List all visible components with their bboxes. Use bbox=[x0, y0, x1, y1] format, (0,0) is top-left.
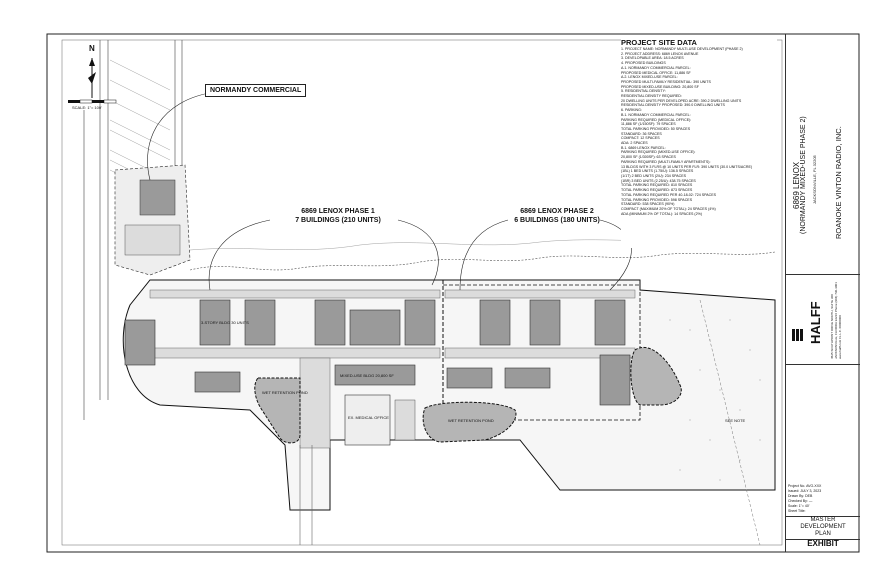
normandy-commercial-callout: NORMANDY COMMERCIAL bbox=[205, 84, 307, 97]
site-data-row: 11,886 SF (1/150SF): 79 SPACES bbox=[621, 122, 676, 127]
site-data-row: PARKING REQUIRED (MULTI-FAMILY APARTMENT… bbox=[621, 159, 711, 164]
east-road bbox=[699, 299, 761, 546]
firm-name: HALFF bbox=[808, 301, 823, 344]
site-data-row: 1. PROJECT NAME: NORMANDY MULTI-USE DEVE… bbox=[621, 47, 743, 51]
site-data-row: STANDARD: 538 SPACES (90%) bbox=[621, 202, 675, 207]
phase2-subtitle: 6 BUILDINGS (180 UNITS) bbox=[514, 217, 600, 224]
project-location: JACKSONVILLE, FL 32205 bbox=[812, 155, 817, 204]
site-data-row: A.2. LENOX MIXED-USE PARCEL: bbox=[621, 75, 678, 80]
north-arrow-icon bbox=[88, 58, 96, 98]
info-row: Issued: JULY 3, 2023 bbox=[788, 489, 822, 493]
retention-pond-west bbox=[254, 377, 301, 444]
sheet-border bbox=[46, 33, 860, 553]
retention-pond-south bbox=[422, 401, 517, 443]
site-data-row: PROPOSED MIXED-USE BUILDING: 20,800 SF bbox=[621, 84, 699, 89]
mixed-use-building bbox=[334, 364, 416, 386]
pond-west-label: WET RETENTION POND bbox=[262, 390, 308, 395]
info-rows: Project No. AVO-XXX Issued: JULY 3, 2023… bbox=[786, 484, 860, 530]
project-site-data-table: PROJECT SITE DATA 1. PROJECT NAME: NORMA… bbox=[621, 38, 777, 248]
normandy-leader bbox=[147, 91, 216, 181]
site-data-row: 20,800 SF (1/300SF): 63 SPACES bbox=[621, 155, 676, 160]
site-data-row: TOTAL PARKING REQUIRED: 810 SPACES bbox=[621, 183, 693, 188]
halff-logo-icon bbox=[792, 329, 804, 341]
firm-block: HALFF 4525 SOUTHPOINT DRIVE NORTH, SUITE… bbox=[786, 274, 860, 365]
site-data-row: RESIDENTIAL DENSITY PROPOSED: 390.0 DWEL… bbox=[621, 103, 725, 108]
title-block: 6869 LENOX (NORMANDY MIXED-USE PHASE 2) … bbox=[785, 34, 860, 552]
site-data-row: COMPACT: 12 SPACES bbox=[621, 136, 660, 141]
info-row: Project No. AVO-XXX bbox=[788, 484, 822, 488]
commercial-building bbox=[139, 179, 176, 216]
site-data-row: 13 BLDGS WITH 3 FLRS @ 10 UNITS PER FLR:… bbox=[621, 164, 753, 169]
info-row: Drawn By: DEB bbox=[788, 494, 813, 498]
sheet-title-line3: PLAN bbox=[815, 531, 831, 537]
phase2-callout: 6869 LENOX PHASE 2 6 BUILDINGS (180 UNIT… bbox=[503, 205, 611, 227]
site-data-row: 6. PARKING: bbox=[621, 108, 642, 113]
drive-aisles bbox=[149, 289, 636, 449]
north-label: N bbox=[89, 44, 95, 53]
building-label: 3-STORY BLDG 30 UNITS bbox=[201, 320, 249, 325]
site-data-row: B.1. 6869 LENOX PARCEL: bbox=[621, 145, 666, 150]
normandy-commercial-text: NORMANDY COMMERCIAL bbox=[210, 87, 302, 94]
sheet-title-line1: MASTER bbox=[810, 517, 836, 523]
client-name: ROANOKE VINTON RADIO, INC. bbox=[834, 126, 843, 239]
scale-label: SCALE: 1"= 100' bbox=[72, 105, 102, 110]
site-data-row: ADA: 2 SPACES bbox=[621, 141, 648, 146]
firm-address: 4525 SOUTHPOINT DRIVE NORTH, SUITE 300 J… bbox=[830, 282, 842, 359]
scale-bar bbox=[68, 99, 117, 104]
sheet-title-block: MASTER DEVELOPMENT PLAN EXHIBIT bbox=[786, 516, 860, 553]
site-data-row: ADA (MINIMUM 2% OF TOTAL): 14 SPACES (2%… bbox=[621, 211, 703, 216]
tree-line bbox=[189, 251, 776, 271]
site-data-row: (1/1T) 2 BED UNITS (2/U): 234 SPACES bbox=[621, 173, 687, 178]
note-label: SEE NOTE bbox=[725, 418, 746, 423]
drawing-frame bbox=[61, 39, 783, 546]
project-site-data-rows: 1. PROJECT NAME: NORMANDY MULTI-USE DEVE… bbox=[621, 47, 777, 216]
project-subtitle: (NORMANDY MIXED-USE PHASE 2) bbox=[800, 116, 807, 234]
site-data-row: RESIDENTIAL DENSITY REQUIRED: bbox=[621, 94, 682, 99]
project-site-data-title: PROJECT SITE DATA bbox=[621, 38, 697, 47]
phase2-leader-left bbox=[459, 219, 509, 291]
sheet-number: EXHIBIT bbox=[786, 539, 860, 548]
existing-parking bbox=[394, 399, 416, 441]
phase1-leader-left bbox=[208, 219, 271, 291]
info-row: Scale: 1"= 40' bbox=[788, 504, 810, 508]
pond-south-label: WET RETENTION POND bbox=[448, 418, 494, 423]
site-data-row: PARKING REQUIRED (MIXED-USE OFFICE): bbox=[621, 150, 696, 155]
site-data-row: TOTAL PARKING PROVIDED: 50 SPACES bbox=[621, 126, 691, 131]
site-data-row: TOTAL PARKING REQUIRED: 873 SPACES bbox=[621, 188, 693, 193]
phase1-callout: 6869 LENOX PHASE 1 7 BUILDINGS (210 UNIT… bbox=[270, 205, 406, 227]
info-row: Sheet Title: bbox=[788, 509, 806, 513]
site-data-row: 3. DEVELOPABLE AREA: 18.5 ACRES bbox=[621, 56, 684, 61]
mixed-use-label: MIXED-USE BLDG 20,800 SF bbox=[340, 373, 394, 378]
phase2-buildings bbox=[446, 299, 631, 406]
existing-building-label: EX. MEDICAL OFFICE bbox=[348, 415, 389, 420]
site-data-row: COMPACT (MAXIMUM 20% OF TOTAL): 24 SPACE… bbox=[621, 206, 716, 211]
sheet-title-line2: DEVELOPMENT bbox=[800, 524, 846, 530]
retention-pond-east bbox=[630, 347, 682, 406]
site-data-row: B.1. NORMANDY COMMERCIAL PARCEL: bbox=[621, 112, 691, 117]
phase2-title: 6869 LENOX PHASE 2 bbox=[520, 208, 594, 215]
phase1-subtitle: 7 BUILDINGS (210 UNITS) bbox=[295, 217, 381, 224]
site-data-row: 20 DWELLING UNITS PER DEVELOPED ACRE: 39… bbox=[621, 98, 742, 103]
site-data-row: STANDARD: 36 SPACES bbox=[621, 131, 662, 136]
site-data-row: 2. PROJECT ADDRESS: 6869 LENOX AVENUE bbox=[621, 51, 699, 56]
site-data-row: TOTAL PARKING PROVIDED: 598 SPACES bbox=[621, 197, 693, 202]
site-data-row: PROPOSED MEDICAL OFFICE: 11,886 SF bbox=[621, 70, 691, 75]
site-data-row: PROPOSED MULTI-FAMILY RESIDENTIAL: 390 U… bbox=[621, 79, 711, 84]
existing-building bbox=[344, 394, 391, 446]
info-row: Checked By: — bbox=[788, 499, 813, 503]
phase1-buildings bbox=[124, 299, 436, 393]
site-data-row: 5. RESIDENTIAL DENSITY: bbox=[621, 89, 666, 94]
site-data-row: A.1. NORMANDY COMMERCIAL PARCEL: bbox=[621, 65, 691, 70]
site-data-row: PARKING REQUIRED (MEDICAL OFFICE): bbox=[621, 117, 692, 122]
commercial-parking bbox=[124, 224, 181, 256]
site-data-row: (1BR) 3 BED UNITS (2.25/U): 438.75 SPACE… bbox=[621, 178, 696, 183]
site-data-row: 4. PROPOSED BUILDINGS bbox=[621, 61, 666, 66]
phase1-title: 6869 LENOX PHASE 1 bbox=[301, 208, 375, 215]
site-data-row: TOTAL PARKING REQUIRED PER 40-18-02: 724… bbox=[621, 192, 717, 197]
east-open-field bbox=[669, 319, 761, 481]
phase1-leader-right bbox=[397, 219, 439, 286]
title-block-rotated-area: 6869 LENOX (NORMANDY MIXED-USE PHASE 2) … bbox=[786, 34, 860, 275]
site-data-row: (1BL) 1 BED UNITS (1.75/U): 136.5 SPACES bbox=[621, 169, 694, 174]
